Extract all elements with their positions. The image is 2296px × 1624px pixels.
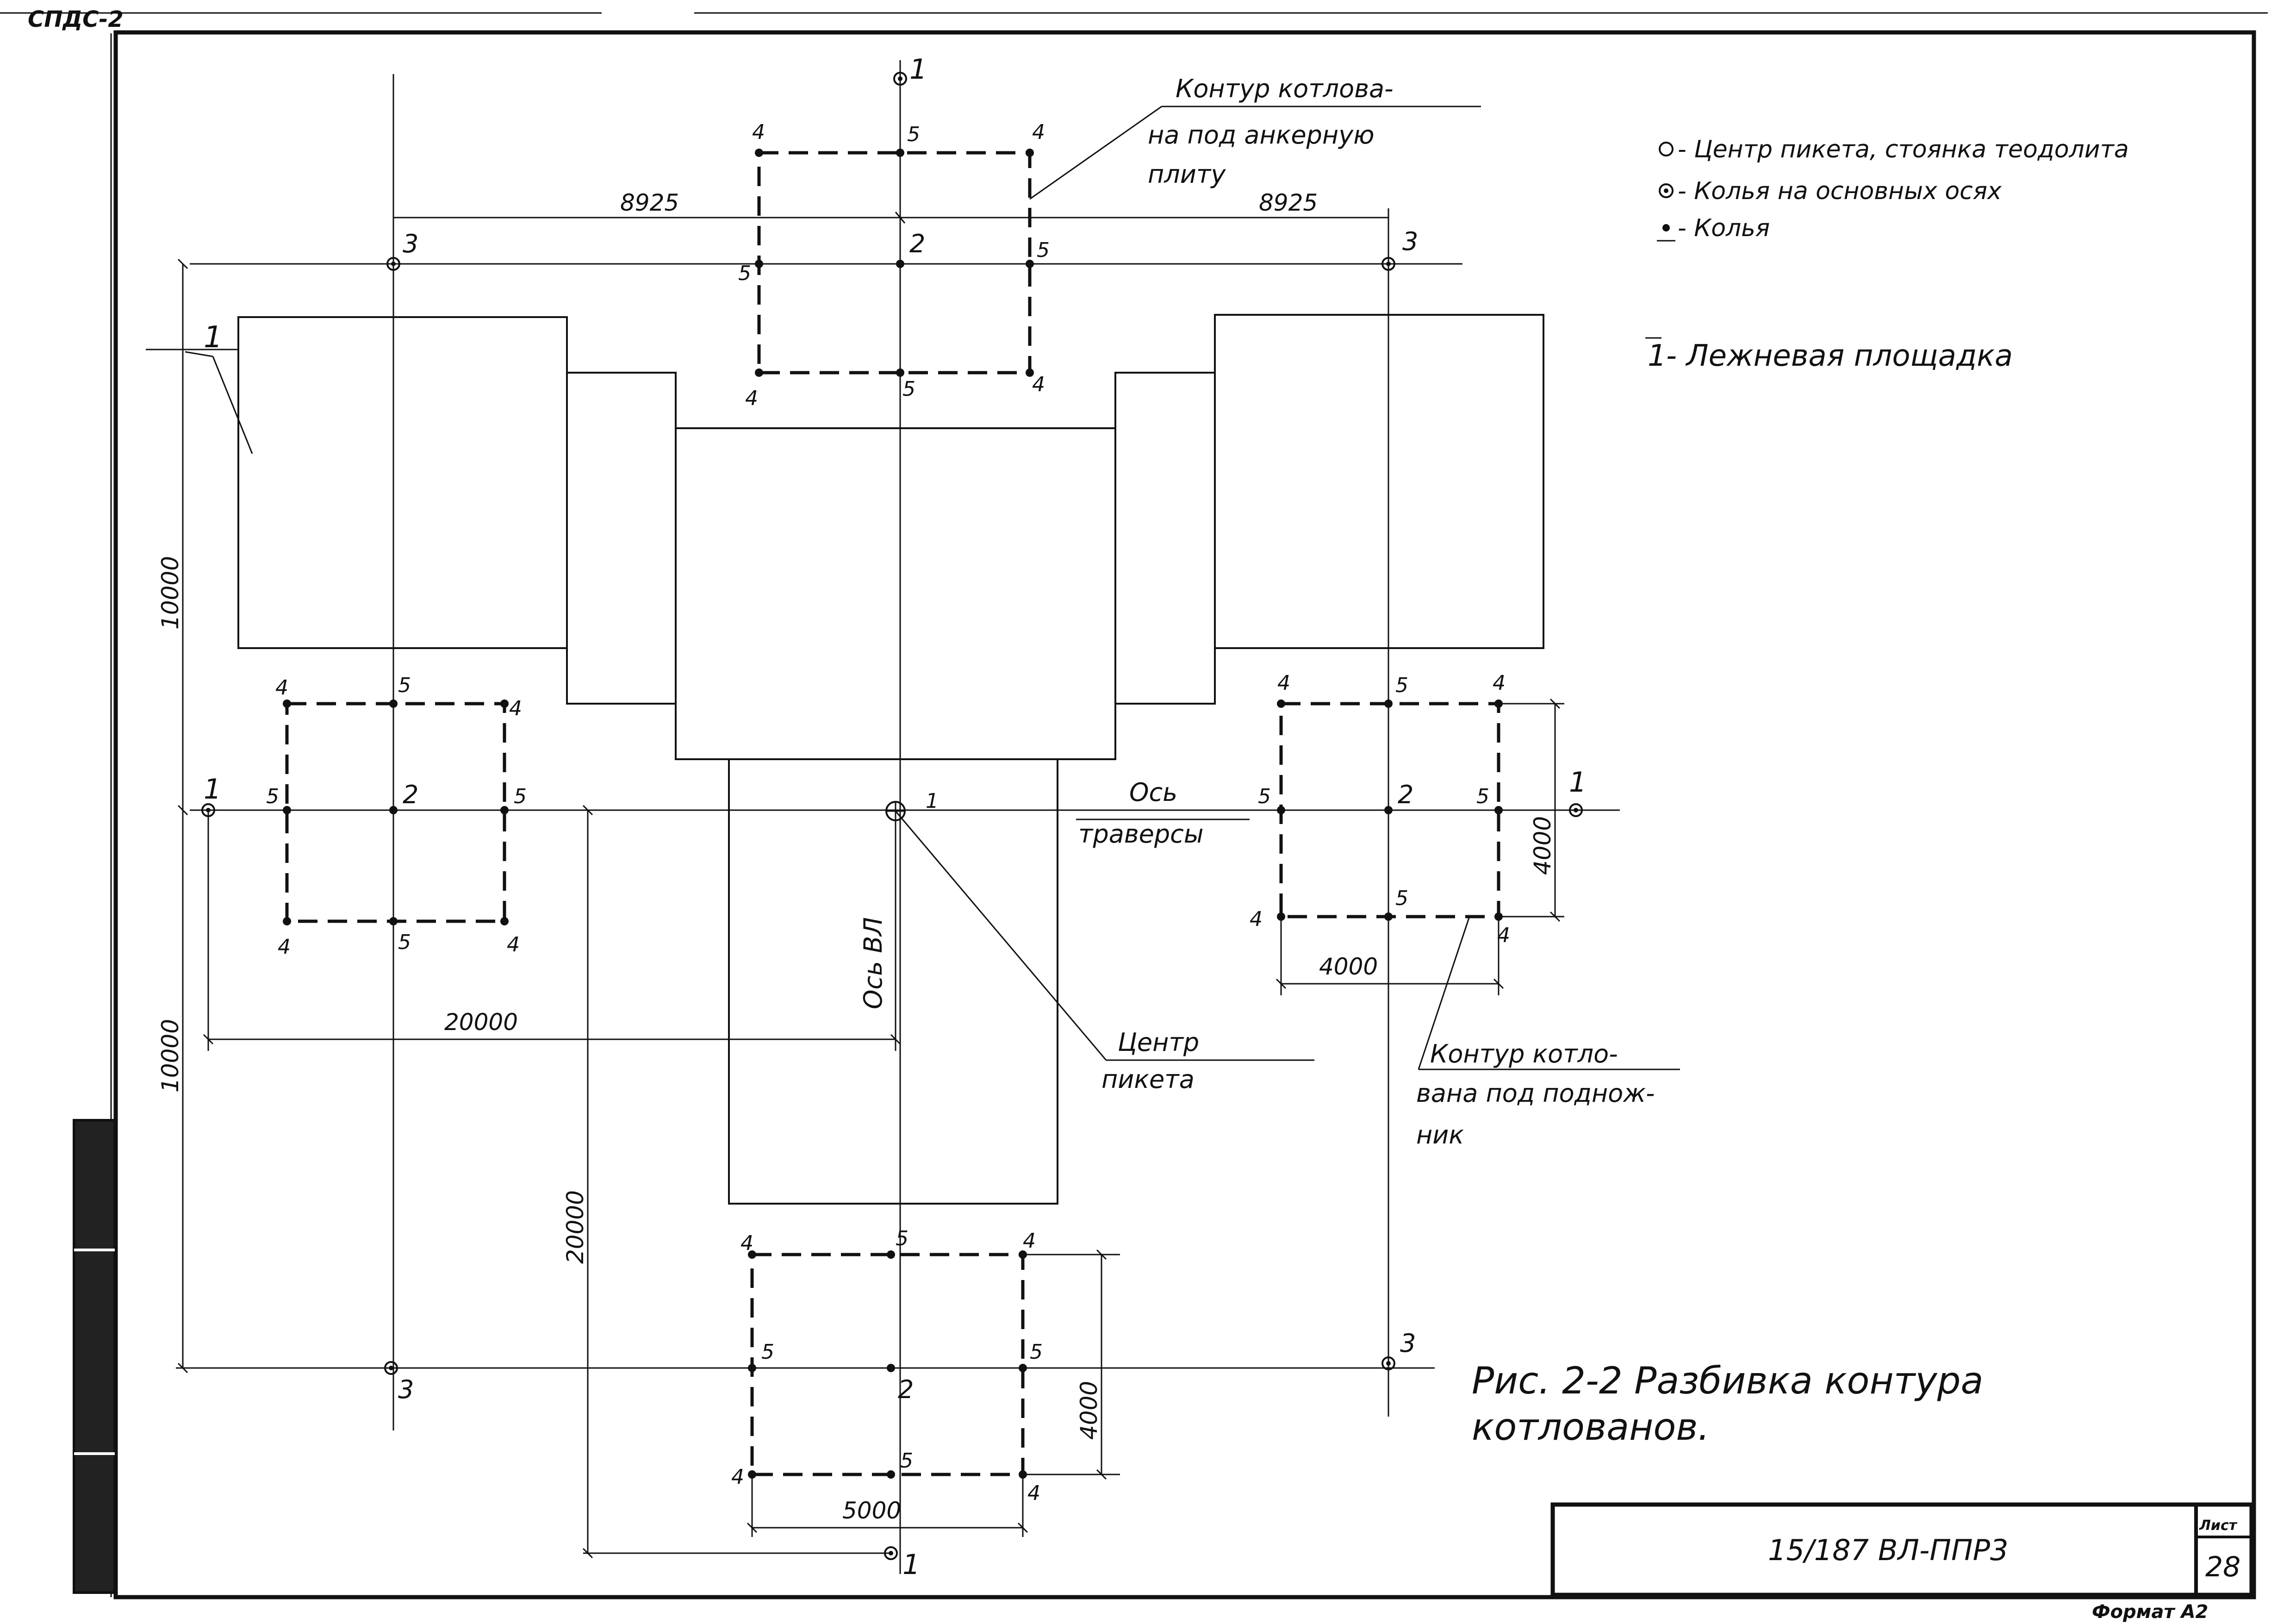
callout-picket-line2: пикета [1101,1065,1195,1094]
label-corner4: 4 [275,676,288,700]
dim-10000-bottom: 10000 [157,1019,184,1093]
pit-contours [285,151,1500,1476]
label-corner4: 4 [731,1465,744,1489]
label-axis3-bl: 3 [398,1375,414,1404]
dimension-texts: 8925 8925 10000 10000 20000 20000 4000 4… [157,189,1556,1524]
label-corner4: 4 [745,387,758,410]
legend-stake-icon [1662,224,1670,231]
pit-top [757,151,1032,375]
label-axis1-center: 1 [926,789,939,813]
label-axis3-tr: 3 [1402,227,1418,256]
callout-anchor-pit-line1: Контур котлова- [1176,74,1394,103]
label-mid5: 5 [1258,785,1271,808]
callout-anchor-pit-line3: плиту [1148,160,1226,189]
label-mid5: 5 [761,1340,774,1364]
callout-anchor-pit-line2: на под анкерную [1148,120,1375,150]
label-axis2-top: 2 [909,229,925,258]
dim-4000-bottom-vertical: 4000 [1076,1381,1102,1440]
dim-20000-horizontal: 20000 [444,1009,518,1036]
dim-8925-right: 8925 [1259,189,1318,216]
label-corner4: 4 [1032,373,1045,396]
label-corner4: 4 [1032,120,1045,144]
dim-4000-right-vertical: 4000 [1529,816,1556,875]
label-corner4: 4 [1277,671,1290,695]
callout-texts: Контур котлова- на под анкерную плиту Ос… [859,74,1655,1149]
label-mid5: 5 [266,785,279,808]
dim-4000-right-horizontal: 4000 [1319,953,1378,980]
mat-areas [237,314,1544,1205]
stake-points [283,149,1503,1479]
label-axis2-left: 2 [403,780,418,809]
caption-line1: Рис. 2-2 Разбивка контура [1472,1359,1984,1402]
label-axis1-bottom: 1 [902,1549,920,1581]
dimension-lines [146,208,1564,1559]
label-mid5: 5 [738,262,751,285]
label-corner4: 4 [507,933,520,956]
label-corner4: 4 [509,697,522,720]
legend-item-axis-stakes: - Колья на основных осях [1678,177,2002,205]
figure-caption: Рис. 2-2 Разбивка контура котлованов. [1472,1359,1984,1449]
dim-20000-vertical: 20000 [562,1190,589,1264]
caption-line2: котлованов. [1472,1405,1710,1449]
dim-5000-bottom: 5000 [842,1497,901,1524]
label-corner4: 4 [1027,1481,1040,1505]
callout-footing-pit-line2: вана под поднож- [1416,1079,1655,1108]
label-mid5: 5 [514,785,527,808]
callout-traverse-line2: траверсы [1078,819,1203,849]
legend-picket-center-icon [1659,142,1674,156]
label-axis1-left: 1 [204,773,221,806]
label-mid5: 5 [1037,238,1050,262]
axis-stakes [201,72,1583,1560]
legend-axis-stake-icon [1659,183,1674,198]
label-corner4: 4 [1497,924,1510,947]
label-mid5: 5 [900,1449,913,1473]
label-mat-1: 1 [204,320,223,355]
title-sheet-label: Лист [2199,1518,2238,1534]
label-mid5: 5 [1476,785,1489,808]
dim-8925-left: 8925 [620,189,679,216]
label-corner4: 4 [752,120,765,144]
legend-item-stakes: - Колья [1678,214,1770,242]
callout-picket-line1: Центр [1118,1028,1199,1057]
label-mid5: 5 [1030,1340,1043,1364]
label-mid5: 5 [896,1227,908,1250]
label-mid5: 5 [902,377,915,401]
legend-note-number: 1 [1648,339,1667,373]
title-doc-code: 15/187 ВЛ-ППР3 [1768,1533,2008,1567]
label-axis3-tl: 3 [403,229,418,258]
legend: - Центр пикета, стоянка теодолита - Коль… [1645,136,2129,373]
leader-lines [185,106,1680,1070]
label-axis1-top: 1 [909,53,927,86]
title-block: 15/187 ВЛ-ППР3 Лист 28 [1550,1502,2254,1597]
label-mid5: 5 [1395,887,1408,910]
label-mid5: 5 [907,123,920,146]
legend-item-picket-center: - Центр пикета, стоянка теодолита [1678,136,2129,163]
label-axis2-right: 2 [1398,780,1413,809]
callout-footing-pit-line1: Контур котло- [1430,1039,1618,1068]
point-labels: 1 1 1 1 1 3 3 3 3 2 2 2 2 4 5 4 5 5 4 5 … [204,53,1587,1581]
title-sheet-number: 28 [2205,1551,2240,1583]
label-corner4: 4 [740,1231,753,1255]
label-corner4: 4 [1493,671,1506,695]
dim-10000-top: 10000 [157,556,184,630]
label-mid5: 5 [398,674,411,697]
label-mid5: 5 [398,931,411,954]
legend-note-text: - Лежневая площадка [1666,339,2013,373]
label-corner4: 4 [1250,907,1263,931]
corner-stamp: СПДС-2 [28,6,124,32]
callout-footing-pit-line3: ник [1416,1120,1464,1149]
archive-strip [73,1119,116,1594]
callout-traverse-line1: Ось [1129,778,1177,807]
label-corner4: 4 [1023,1229,1036,1253]
pit-bottom [750,1253,1025,1476]
label-axis3-br: 3 [1400,1329,1416,1358]
label-corner4: 4 [278,935,291,959]
label-mid5: 5 [1395,674,1408,697]
callout-line-axis: Ось ВЛ [859,917,888,1009]
label-axis1-right: 1 [1569,766,1587,799]
label-axis2-bottom: 2 [898,1375,914,1404]
footer-format: Формат А2 [2092,1601,2208,1623]
